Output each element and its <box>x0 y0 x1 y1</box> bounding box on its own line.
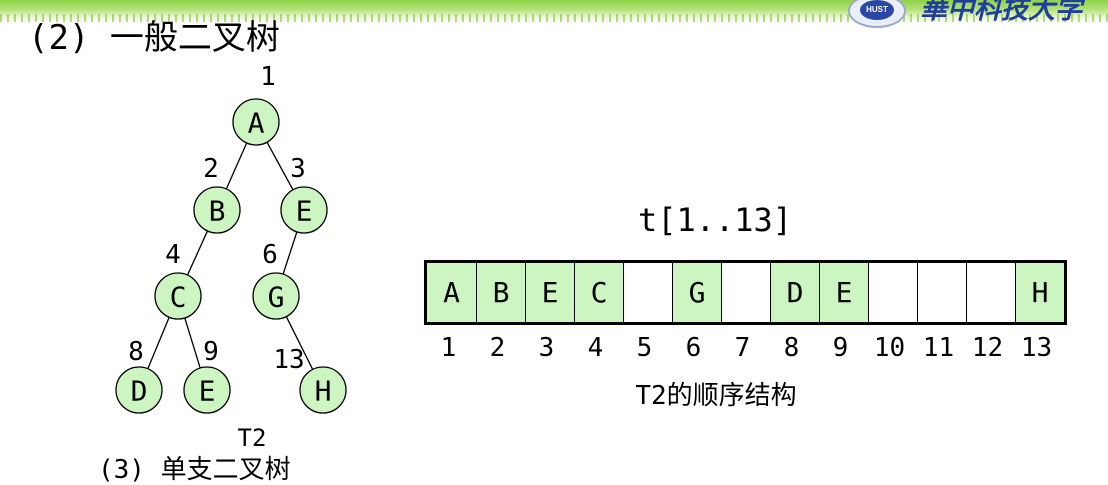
tree-node-circle <box>183 366 231 414</box>
array-index-label: 12 <box>971 333 1004 363</box>
tree-node-D8: D8 <box>115 337 163 414</box>
university-seal-icon: HUST <box>848 0 906 28</box>
tree-edge-C4-E9 <box>184 317 201 369</box>
array-cell: G <box>672 263 721 322</box>
array-caption: T2的顺序结构 <box>635 381 797 411</box>
tree-node-H13: H 13 <box>273 345 347 414</box>
tree-node-A1: A1 <box>232 62 280 146</box>
tree-node-index: 13 <box>273 345 304 375</box>
tree-node-E9: E9 <box>183 337 231 414</box>
array-cell <box>623 263 672 322</box>
tree-node-circle <box>115 366 163 414</box>
tree-node-label: B <box>209 195 226 228</box>
tree-node-circle <box>154 272 202 320</box>
tree-edge-A1-E3 <box>266 141 294 191</box>
tree-node-C4: C4 <box>154 240 202 320</box>
next-section-heading: (3) 单支二叉树 <box>98 455 291 485</box>
tree-node-index: 9 <box>203 337 219 367</box>
array-index-label: 3 <box>538 333 555 363</box>
array-index-label: 7 <box>734 333 751 363</box>
tree-node-circle <box>193 186 241 234</box>
array-index-label: 6 <box>685 333 702 363</box>
array-cell <box>721 263 770 322</box>
array-cell: H <box>1015 263 1064 322</box>
tree-caption: T2 <box>237 424 267 452</box>
array-cell <box>966 263 1015 322</box>
tree-node-B2: B2 <box>193 154 241 234</box>
tree-node-G6: G6 <box>252 240 300 320</box>
tree-edge-E3-G6 <box>282 231 298 275</box>
tree-node-label: H <box>315 375 332 408</box>
tree-node-label: G <box>268 281 285 314</box>
tree-node-index: 3 <box>290 154 306 184</box>
array-index-label: 10 <box>873 333 906 363</box>
array-cell: A <box>427 263 476 322</box>
tree-node-circle <box>252 272 300 320</box>
top-decoration-band <box>0 0 1108 22</box>
array-index-label: 8 <box>783 333 800 363</box>
tree-node-circle <box>280 186 328 234</box>
array-cell <box>868 263 917 322</box>
array-cell: C <box>574 263 623 322</box>
array-index-label: 9 <box>832 333 849 363</box>
tree-node-E3: E3 <box>280 154 328 234</box>
tree-node-index: 1 <box>260 62 276 92</box>
array-cell: E <box>819 263 868 322</box>
array-index-label: 1 <box>440 333 457 363</box>
tree-edge-G6-H13 <box>285 316 314 370</box>
university-name: 華中科技大学 <box>920 0 1082 25</box>
university-logo: HUST 華中科技大学 <box>848 0 1108 30</box>
tree-node-index: 8 <box>128 337 144 367</box>
array-index-label: 11 <box>922 333 955 363</box>
tree-edge-B2-C4 <box>186 230 209 276</box>
array-cell <box>917 263 966 322</box>
array-index-label: 4 <box>587 333 604 363</box>
tree-edge-A1-B2 <box>225 142 248 190</box>
array-cell: E <box>525 263 574 322</box>
tree-node-label: A <box>248 107 265 140</box>
tree-node-label: E <box>199 375 216 408</box>
tree-node-circle <box>299 366 347 414</box>
tree-node-circle <box>232 98 280 146</box>
array-index-label: 2 <box>489 333 506 363</box>
array-cell: D <box>770 263 819 322</box>
tree-node-label: C <box>170 281 187 314</box>
array-cell: B <box>476 263 525 322</box>
tree-edge-C4-D8 <box>147 316 170 370</box>
array-index-label: 13 <box>1020 333 1053 363</box>
tree-node-index: 6 <box>262 240 278 270</box>
tree-node-label: D <box>131 375 148 408</box>
slide-heading: (2) 一般二叉树 <box>28 18 280 58</box>
tree-node-index: 4 <box>165 240 181 270</box>
array-title: t[1..13] <box>637 201 793 239</box>
array-index-label: 5 <box>636 333 653 363</box>
tree-node-label: E <box>296 195 313 228</box>
tree-node-index: 2 <box>203 154 219 184</box>
